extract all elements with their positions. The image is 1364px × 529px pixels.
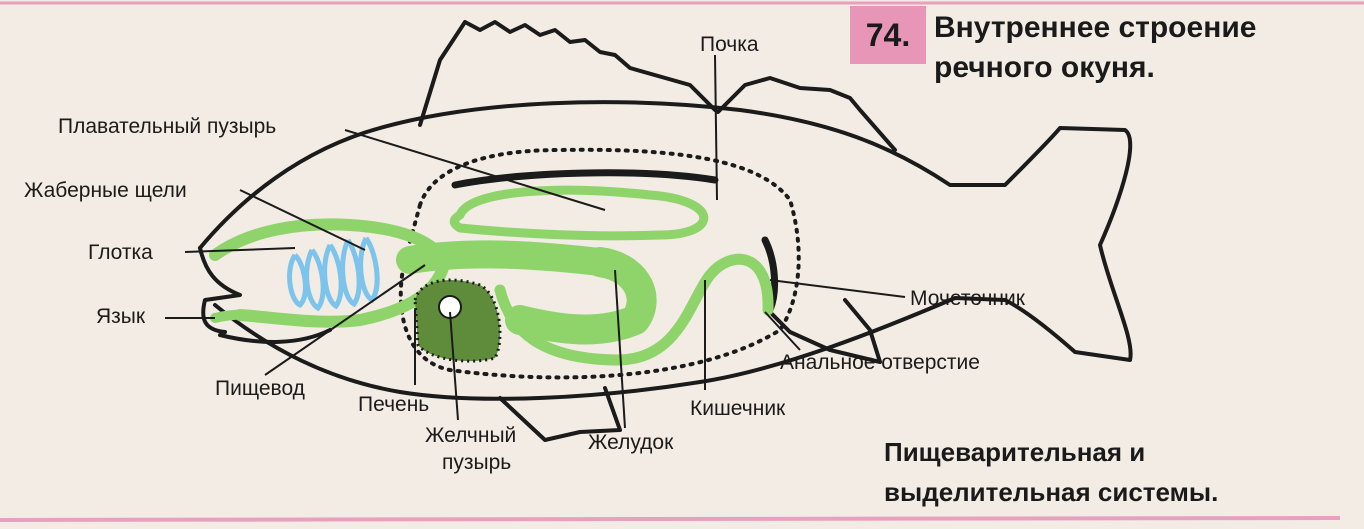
pelvic-fin (498, 386, 622, 442)
label-esophagus: Пищевод (215, 377, 305, 400)
tongue (210, 309, 270, 323)
liver (413, 278, 502, 363)
title-line-1: Внутреннее строение (934, 11, 1257, 44)
kidney (451, 169, 719, 189)
label-kidney: Почка (700, 33, 759, 56)
label-ureter: Мочеточник (910, 287, 1025, 310)
subtitle-line-1: Пищеварительная и (884, 437, 1146, 467)
esophagus (396, 240, 614, 276)
intestine (494, 253, 774, 366)
label-swim-bladder: Плавательный пузырь (58, 115, 277, 138)
label-intestine: Кишечник (690, 397, 786, 420)
label-gall-bladder: Желчный пузырь (425, 425, 516, 473)
label-stomach: Желудок (588, 431, 674, 454)
figure-number: 74. (850, 6, 926, 64)
label-gill-slits: Жаберные щели (24, 179, 187, 202)
dorsal-fin (418, 20, 717, 127)
label-liver: Печень (358, 393, 430, 416)
subtitle-line-2: выделительная системы. (884, 477, 1219, 507)
swim-bladder (449, 185, 709, 241)
leader-lines (165, 54, 906, 429)
figure-subtitle: Пищеварительная и выделительная системы. (884, 432, 1218, 512)
label-gall-bladder-line-1: Желчный (425, 424, 517, 447)
anal-fin (768, 298, 882, 364)
stomach (505, 247, 657, 345)
mouth (198, 246, 242, 334)
label-tongue: Язык (96, 305, 146, 328)
label-pharynx: Глотка (88, 241, 153, 264)
second-dorsal-fin (716, 76, 897, 152)
label-anus: Анальное отверстие (780, 351, 980, 374)
figure-title: Внутреннее строение речного окуня. (934, 8, 1256, 88)
title-line-2: речного окуня. (934, 51, 1155, 84)
bottom-rule (0, 516, 1341, 522)
gills (287, 236, 380, 312)
body-outline (198, 100, 1133, 401)
operculum (218, 328, 332, 344)
label-gall-bladder-line-2: пузырь (442, 451, 512, 474)
body-cavity-outline (398, 147, 801, 380)
